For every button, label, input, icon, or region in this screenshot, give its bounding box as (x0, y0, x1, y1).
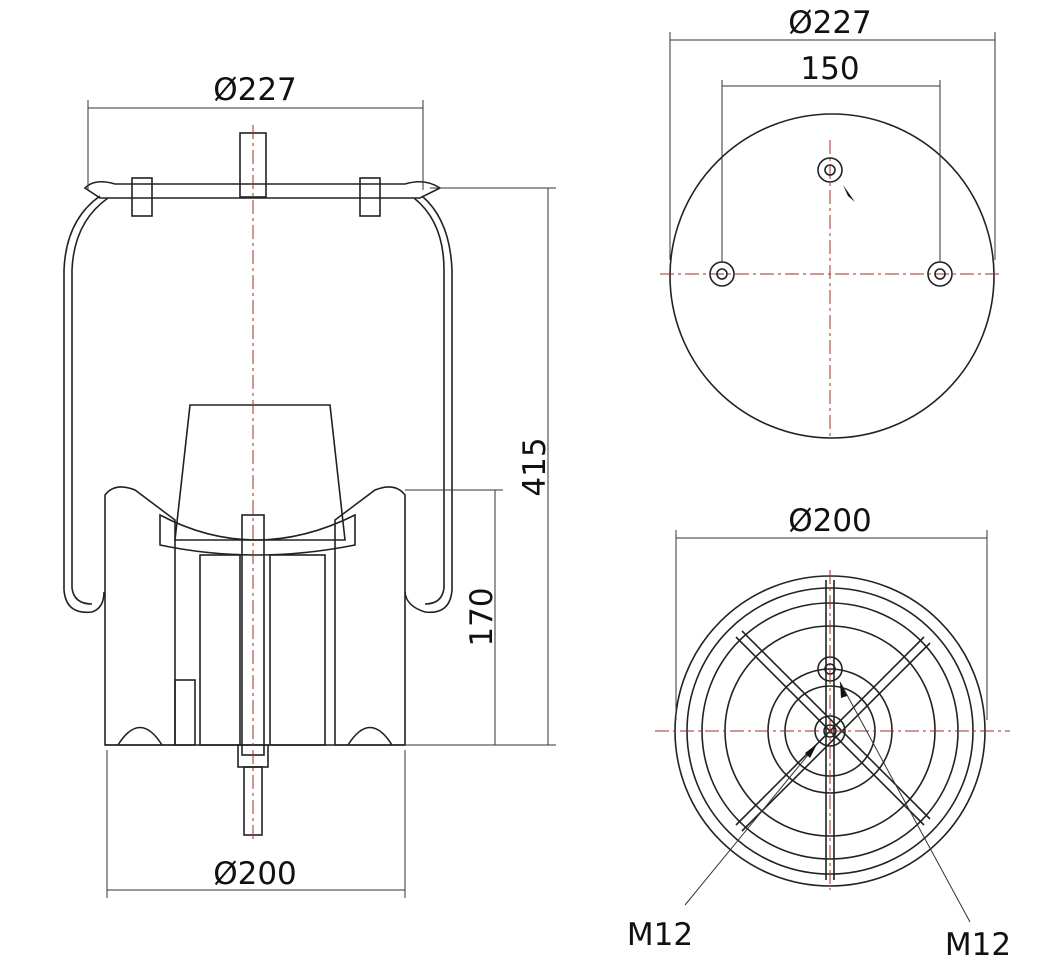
dim-piston-diameter: Ø200 (788, 503, 872, 539)
dim-overall-height: 415 (517, 437, 553, 496)
side-view: Ø227 415 170 Ø200 (63, 72, 556, 898)
dim-top-diameter: Ø227 (213, 72, 297, 108)
thread-label-right: M12 (945, 927, 1011, 963)
piston-left-wall (104, 486, 176, 746)
bolt-hole-top (817, 157, 843, 183)
bolt-left (131, 177, 153, 217)
thread-label-left: M12 (627, 917, 693, 953)
top-plate (83, 180, 442, 199)
dim-plate-diameter: Ø227 (788, 5, 872, 41)
piston-right-wall (334, 486, 406, 746)
bolt-right (359, 177, 381, 217)
rubber-bumper (174, 404, 346, 541)
dim-bottom-diameter: Ø200 (213, 856, 297, 892)
top-plate-outline (669, 113, 995, 439)
top-view: Ø227 150 (660, 5, 1000, 440)
dim-piston-height: 170 (464, 587, 500, 646)
bellows-right (404, 195, 453, 614)
bellows-left (63, 195, 105, 614)
dim-bolt-spacing: 150 (800, 51, 859, 87)
bottom-view: Ø200 M12 M12 (627, 503, 1011, 963)
